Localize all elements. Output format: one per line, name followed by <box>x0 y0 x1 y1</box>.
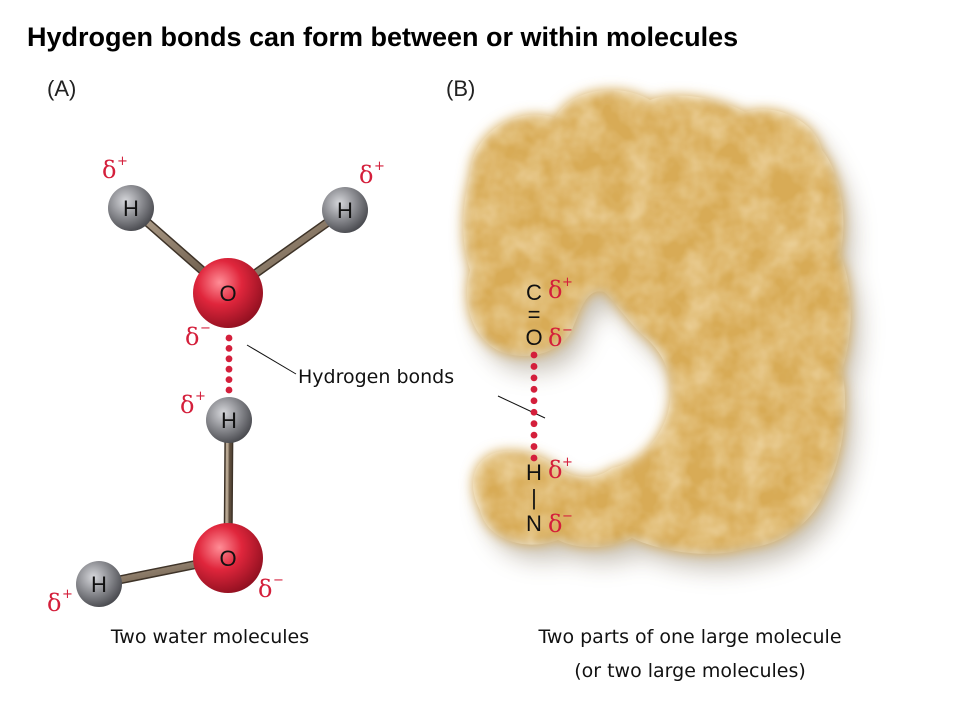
hydrogen-bond-dot <box>530 443 538 450</box>
delta-symbol: δ <box>185 323 199 351</box>
delta-symbol: δ <box>548 510 562 538</box>
hydrogen-bond-dot <box>530 397 538 405</box>
atom-label-h: H <box>221 408 237 433</box>
charge-plus: + <box>117 154 128 169</box>
hydrogen-bond-dot <box>530 363 538 370</box>
delta-symbol: δ <box>47 589 61 617</box>
caption-b-line1: Two parts of one large molecule <box>538 626 842 648</box>
leader-line-b <box>497 395 546 419</box>
charge-plus: + <box>62 587 73 602</box>
hydrogen-atom <box>76 561 122 607</box>
oxygen-atom <box>193 523 263 593</box>
atom-label-o: O <box>219 281 236 306</box>
hydrogen-bond-dot <box>530 420 538 428</box>
hydrogen-bond-dot <box>530 351 538 359</box>
hydrogen-atom <box>322 187 368 233</box>
hydrogen-bond-dot <box>225 365 233 373</box>
delta-symbol: δ <box>548 456 562 484</box>
atom-label-h: H <box>91 572 107 597</box>
atom-label-h: H <box>526 460 542 485</box>
delta-symbol: δ <box>180 391 194 419</box>
charge-plus: + <box>562 455 573 470</box>
single-bond: | <box>531 485 537 510</box>
leader-line-a <box>246 344 297 375</box>
hydrogen-bond-dot <box>225 386 233 394</box>
water-molecule-bottom: H H O <box>76 397 263 607</box>
atom-label-h: H <box>123 196 139 221</box>
large-molecule <box>463 89 861 570</box>
charge-plus: + <box>562 275 573 290</box>
page-title: Hydrogen bonds can form between or withi… <box>27 22 739 52</box>
charge-plus: + <box>374 159 385 174</box>
hydrogen-bond-dot <box>225 334 233 342</box>
delta-symbol: δ <box>359 161 373 189</box>
charge-minus: − <box>562 323 573 338</box>
double-bond: = <box>528 302 541 327</box>
backbone-groups: C = O H | N δ + δ − δ + δ − <box>525 275 572 538</box>
caption-b-line2: (or two large molecules) <box>574 660 806 682</box>
hydrogen-bond-dot <box>225 345 233 352</box>
atom-label-n: N <box>526 511 542 536</box>
hydrogen-bonds-label: Hydrogen bonds <box>298 366 455 388</box>
hydrogen-bond-dots-b <box>530 351 538 462</box>
hydrogen-bond-dot <box>530 374 538 382</box>
hydrogen-bond-dot <box>225 376 233 383</box>
hydrogen-bond-dot <box>530 431 538 439</box>
panel-a-label: (A) <box>47 76 77 101</box>
charge-plus: + <box>195 389 206 404</box>
caption-a-text: Two water molecules <box>110 626 310 648</box>
hydrogen-bond-dot <box>530 385 538 393</box>
delta-symbol: δ <box>102 156 116 184</box>
hydrogen-bond-dot <box>225 355 233 363</box>
hydrogen-bond-dot <box>530 408 538 416</box>
delta-symbol: δ <box>548 324 562 352</box>
delta-symbol: δ <box>258 575 272 603</box>
hydrogen-atom <box>206 397 252 443</box>
oxygen-atom <box>193 258 263 328</box>
hydrogen-atom <box>108 185 154 231</box>
atom-label-c: C <box>526 280 542 305</box>
atom-label-o: O <box>525 325 542 350</box>
caption-large-molecule: Two parts of one large molecule (or two … <box>490 620 890 688</box>
charge-minus: − <box>200 321 211 336</box>
water-molecule-top: H H O <box>108 185 368 328</box>
charge-minus: − <box>562 509 573 524</box>
partial-charges-a: δ + δ + δ − δ + δ − δ + <box>47 154 385 617</box>
panel-b-label: (B) <box>446 76 476 101</box>
atom-label-h: H <box>337 198 353 223</box>
hydrogen-bond-dot <box>530 454 538 462</box>
charge-minus: − <box>273 573 284 588</box>
atom-label-o: O <box>219 546 236 571</box>
caption-water-molecules: Two water molecules <box>60 620 360 654</box>
delta-symbol: δ <box>548 276 562 304</box>
hydrogen-bond-dots-a <box>225 334 233 394</box>
